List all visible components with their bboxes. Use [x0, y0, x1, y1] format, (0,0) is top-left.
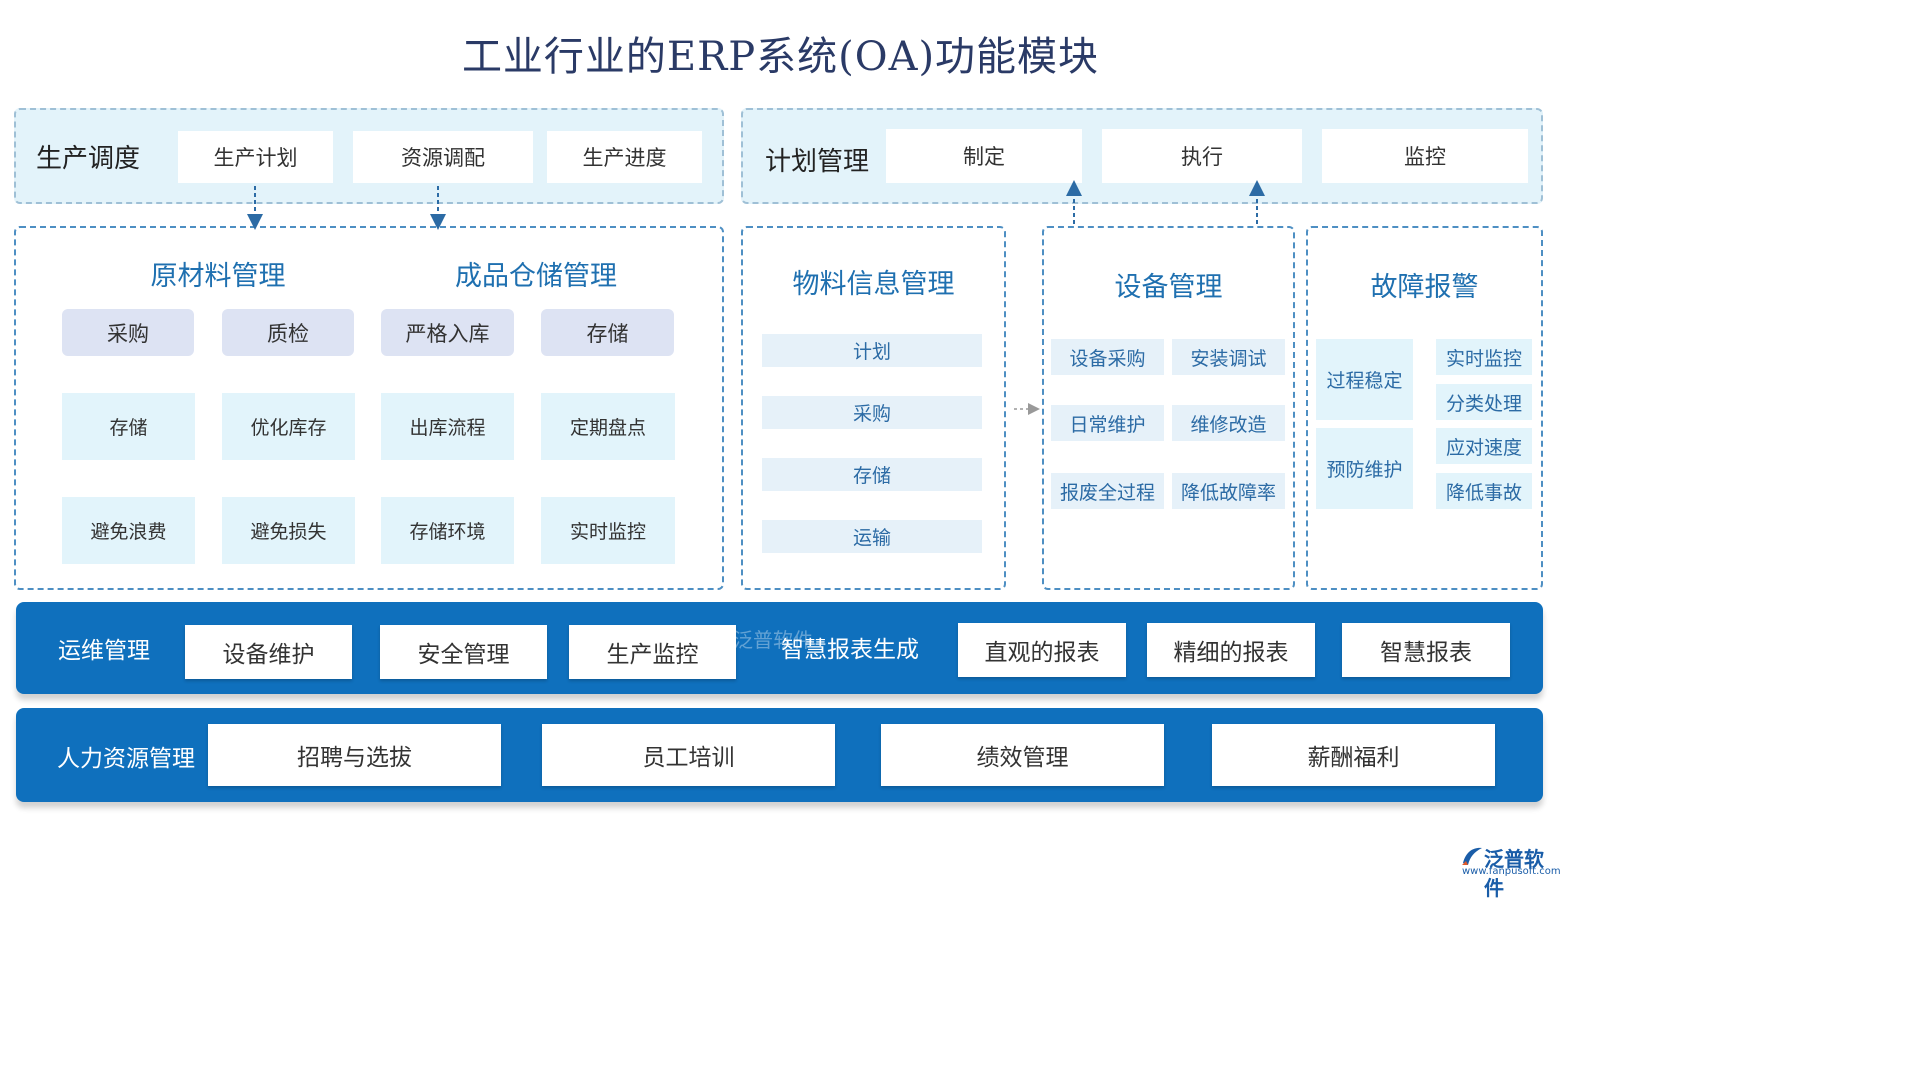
raw-material-avoid-loss: 避免损失 [222, 497, 355, 564]
raw-material-optimize-inventory: 优化库存 [222, 393, 355, 460]
finished-goods-title: 成品仓储管理 [455, 261, 617, 292]
plan-formulate-box: 制定 [886, 129, 1082, 183]
logo-url: www.fanpusoft.com [1462, 866, 1561, 877]
material-info-transport: 运输 [762, 520, 982, 553]
material-info-plan: 计划 [762, 334, 982, 367]
report-detailed: 精细的报表 [1147, 623, 1315, 677]
material-info-purchase: 采购 [762, 396, 982, 429]
equipment-title: 设备管理 [1114, 272, 1223, 303]
fault-realtime-monitor: 实时监控 [1436, 339, 1532, 375]
report-smart: 智慧报表 [1342, 623, 1510, 677]
raw-material-purchase: 采购 [62, 309, 194, 356]
plan-management-label: 计划管理 [765, 147, 870, 177]
connector-arrows [247, 180, 1265, 415]
ops-production-monitor: 生产监控 [569, 625, 736, 679]
plan-execute-box: 执行 [1102, 129, 1302, 183]
watermark-logo [700, 622, 730, 656]
finished-goods-environment: 存储环境 [381, 497, 514, 564]
finished-goods-stocktake: 定期盘点 [541, 393, 675, 460]
production-schedule-label: 生产调度 [36, 144, 141, 174]
equipment-reduce-failure: 降低故障率 [1172, 473, 1285, 509]
fault-classify: 分类处理 [1436, 384, 1532, 420]
finished-goods-inbound: 严格入库 [381, 309, 514, 356]
production-progress-box: 生产进度 [547, 131, 702, 183]
hr-label: 人力资源管理 [57, 746, 195, 772]
finished-goods-outbound: 出库流程 [381, 393, 514, 460]
material-info-storage: 存储 [762, 458, 982, 491]
logo-icon [1462, 847, 1482, 865]
logo-name: 泛普软件 [1484, 847, 1544, 900]
plan-monitor-box: 监控 [1322, 129, 1528, 183]
raw-material-title: 原材料管理 [150, 261, 286, 292]
ops-equipment-maintenance: 设备维护 [185, 625, 352, 679]
ops-report-label: 智慧报表生成 [781, 637, 919, 663]
ops-safety-management: 安全管理 [380, 625, 547, 679]
equipment-scrap: 报废全过程 [1051, 473, 1164, 509]
hr-training: 员工培训 [542, 724, 835, 786]
equipment-daily-maintenance: 日常维护 [1051, 405, 1164, 441]
fault-response-speed: 应对速度 [1436, 428, 1532, 464]
raw-material-avoid-waste: 避免浪费 [62, 497, 195, 564]
material-info-title: 物料信息管理 [792, 269, 955, 300]
company-logo: 泛普软件 www.fanpusoft.com [1460, 843, 1561, 900]
fault-reduce-accidents: 降低事故 [1436, 473, 1532, 509]
page-title: 工业行业的ERP系统(OA)功能模块 [461, 34, 1100, 80]
equipment-repair: 维修改造 [1172, 405, 1285, 441]
watermark-icon [704, 627, 726, 648]
ops-label: 运维管理 [58, 638, 150, 664]
raw-material-inspection: 质检 [222, 309, 354, 356]
hr-recruitment: 招聘与选拔 [208, 724, 501, 786]
fault-alarm-title: 故障报警 [1370, 272, 1479, 303]
finished-goods-realtime-monitor: 实时监控 [541, 497, 675, 564]
resource-allocation-box: 资源调配 [353, 131, 533, 183]
hr-performance: 绩效管理 [881, 724, 1164, 786]
fault-preventive-maintenance: 预防维护 [1316, 428, 1413, 509]
watermark-text: 泛普软件 [733, 628, 813, 652]
equipment-purchase: 设备采购 [1051, 339, 1164, 375]
fault-process-stable: 过程稳定 [1316, 339, 1413, 420]
hr-compensation: 薪酬福利 [1212, 724, 1495, 786]
report-intuitive: 直观的报表 [958, 623, 1126, 677]
finished-goods-storage: 存储 [541, 309, 674, 356]
raw-material-storage: 存储 [62, 393, 195, 460]
equipment-install: 安装调试 [1172, 339, 1285, 375]
production-plan-box: 生产计划 [178, 131, 333, 183]
